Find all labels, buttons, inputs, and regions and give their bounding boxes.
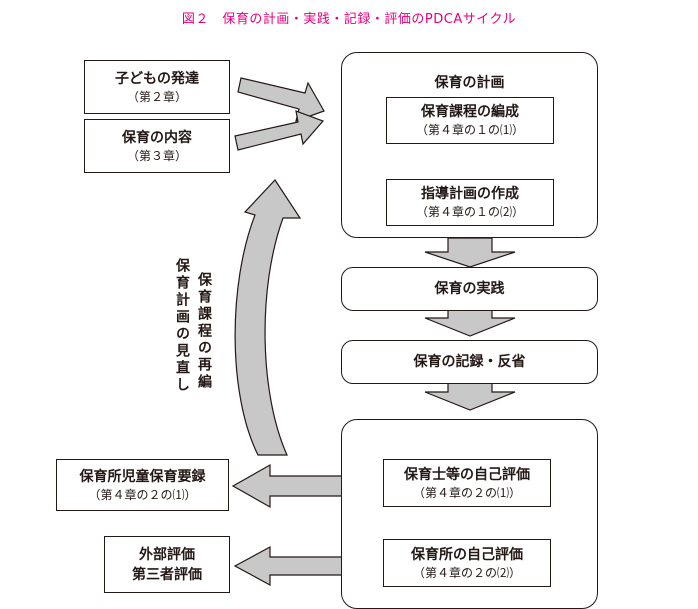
practice-to-record-arrow — [424, 309, 516, 337]
development-box: 子どもの発達 （第２章） — [84, 60, 230, 114]
staff-eval-ref: （第４章の２の⑴） — [412, 485, 521, 500]
figure-title: 図２ 保育の計画・実践・記録・評価のPDCAサイクル — [181, 12, 517, 27]
external-eval-label: 外部評価 — [139, 546, 195, 563]
record-to-evaluation-arrow — [424, 381, 516, 411]
third-party-eval-label: 第三者評価 — [132, 566, 202, 583]
staff-eval-box: 保育士等の自己評価 （第４章の２の⑴） — [383, 459, 551, 507]
child-record-ref: （第４章の２の⑴） — [88, 487, 197, 502]
child-record-box: 保育所児童保育要録 （第４章の２の⑴） — [56, 459, 229, 511]
content-to-plan-arrow — [234, 110, 325, 151]
content-ref: （第３章） — [126, 148, 187, 163]
center-eval-ref: （第４章の２の⑵） — [412, 565, 521, 580]
development-ref: （第２章） — [126, 89, 187, 104]
practice-label: 保育の実践 — [434, 281, 505, 297]
external-eval-box: 外部評価 第三者評価 — [104, 536, 230, 593]
guidance-plan-label: 指導計画の作成 — [421, 186, 519, 202]
feedback-label-restructure: 保育課程の再編 — [196, 272, 212, 391]
center-eval-label: 保育所の自己評価 — [411, 546, 523, 563]
development-label: 子どもの発達 — [115, 70, 199, 87]
plan-title: 保育の計画 — [434, 75, 505, 91]
staff-eval-label: 保育士等の自己評価 — [404, 466, 530, 483]
record-box: 保育の記録・反省 — [341, 340, 598, 384]
practice-box: 保育の実践 — [341, 267, 598, 311]
curriculum-ref: （第４章の１の⑴） — [415, 123, 524, 137]
curriculum-label: 保育課程の編成 — [421, 104, 519, 120]
content-box: 保育の内容 （第３章） — [84, 119, 230, 173]
record-label: 保育の記録・反省 — [413, 354, 526, 370]
content-label: 保育の内容 — [122, 129, 192, 146]
plan-to-practice-arrow — [424, 237, 516, 268]
development-to-plan-arrow — [237, 77, 325, 122]
guidance-plan-ref: （第４章の１の⑵） — [415, 205, 524, 219]
center-eval-box: 保育所の自己評価 （第４章の２の⑵） — [383, 539, 551, 587]
feedback-curved-arrow — [234, 179, 302, 456]
child-record-label: 保育所児童保育要録 — [79, 468, 206, 485]
guidance-plan-box: 指導計画の作成 （第４章の１の⑵） — [386, 179, 554, 226]
feedback-label-review: 保育計画の見直し — [174, 258, 190, 394]
curriculum-box: 保育課程の編成 （第４章の１の⑴） — [386, 97, 554, 144]
